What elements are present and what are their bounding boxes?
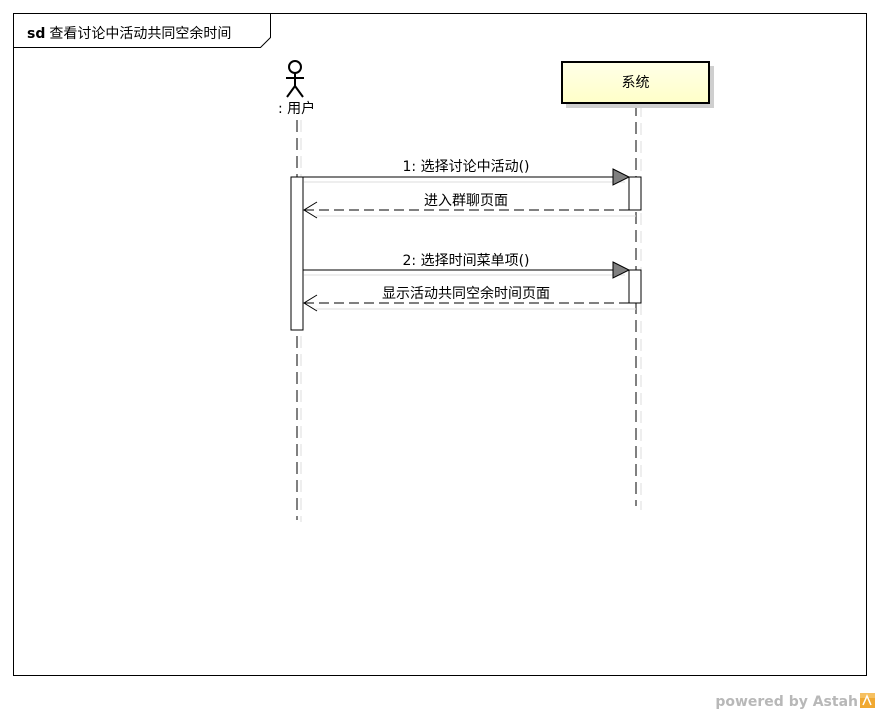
actor-activation <box>290 176 304 331</box>
message-2-arrow <box>303 261 631 279</box>
reply-1-label: 进入群聊页面 <box>424 193 508 209</box>
frame-title-text: 查看讨论中活动共同空余时间 <box>49 25 231 42</box>
user-actor-icon <box>286 60 304 98</box>
message-1-label: 1: 选择讨论中活动() <box>403 159 530 175</box>
reply-2-arrow <box>303 294 636 312</box>
system-activation-1 <box>628 176 642 211</box>
astah-logo-icon <box>860 693 875 708</box>
reply-1-arrow <box>303 201 636 219</box>
actor-label: : 用户 <box>278 100 315 117</box>
frame-keyword: sd <box>27 26 45 42</box>
powered-by-watermark: powered by Astah <box>715 694 858 710</box>
frame-title-tab <box>13 13 271 48</box>
reply-2-label: 显示活动共同空余时间页面 <box>382 285 550 302</box>
system-activation-2 <box>628 269 642 304</box>
system-box <box>561 61 710 104</box>
diagram-frame <box>13 13 867 676</box>
message-2-label: 2: 选择时间菜单项() <box>403 253 530 269</box>
message-1-arrow <box>303 168 631 186</box>
system-label: 系统 <box>622 75 650 91</box>
